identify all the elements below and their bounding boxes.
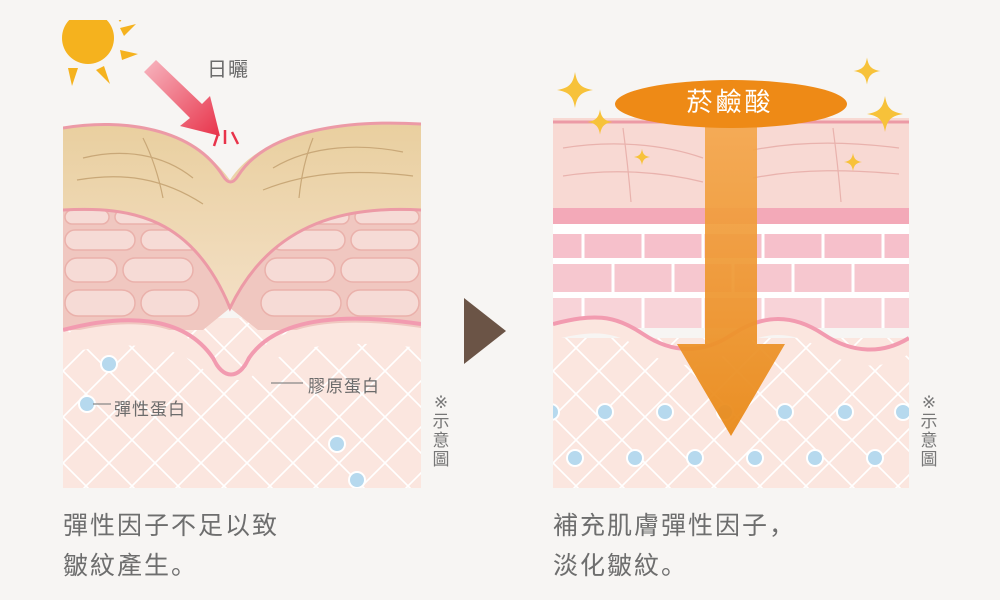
sun-label: 日曬 — [207, 57, 249, 81]
sparkle-icon — [633, 148, 651, 166]
next-arrow-icon — [464, 298, 506, 364]
right-caption-line1: 補充肌膚彈性因子， — [553, 511, 797, 540]
elastin-label: 彈性蛋白 — [114, 400, 186, 420]
sparkle-icon — [844, 153, 862, 171]
sparkle-icon — [867, 96, 903, 132]
illustration-note: ※示意圖 — [920, 393, 938, 470]
restored-skin-diagram — [553, 118, 909, 488]
ingredient-label: 菸鹼酸 — [686, 88, 774, 118]
left-caption-line2: 皺紋產生。 — [63, 551, 199, 580]
ingredient-pill — [615, 80, 847, 128]
right-caption-line2: 淡化皺紋。 — [553, 551, 689, 580]
sun-icon — [62, 20, 138, 86]
sunlight-arrow-icon — [144, 60, 240, 147]
wrinkled-skin-diagram — [63, 118, 421, 488]
collagen-label: 膠原蛋白 — [308, 377, 380, 397]
sparkle-icon — [587, 109, 613, 135]
sparkle-icon — [853, 57, 881, 85]
illustration-note: ※示意圖 — [432, 393, 450, 470]
left-caption-line1: 彈性因子不足以致 — [63, 511, 280, 540]
sparkle-icon — [557, 72, 593, 108]
